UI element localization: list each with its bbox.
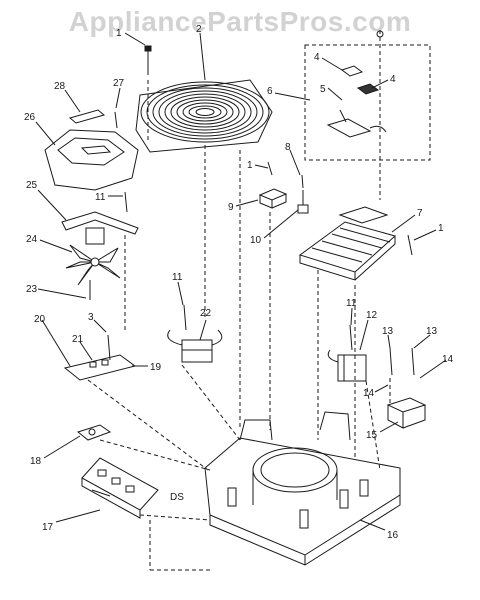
watermark-text: AppliancePartsPros.com (68, 6, 412, 37)
callout-22: 22 (200, 308, 212, 319)
callout-19: 19 (150, 362, 162, 373)
assembly-lines (87, 80, 391, 571)
callout-5: 5 (320, 84, 326, 95)
callout-28: 28 (54, 81, 66, 92)
callout-1-top: 1 (116, 28, 122, 39)
callout-2: 2 (196, 24, 202, 35)
callout-4-left: 4 (314, 52, 320, 63)
fan-blade (65, 244, 121, 300)
power-transistor (258, 188, 288, 209)
callout-4-right: 4 (390, 74, 396, 85)
board-label: DS (170, 492, 184, 503)
callout-16: 16 (387, 530, 399, 541)
screw-13a (389, 347, 393, 376)
callout-15: 15 (366, 430, 378, 441)
screw-1-right (407, 234, 413, 256)
callout-8: 8 (285, 142, 291, 153)
screw-13b (411, 347, 415, 376)
callout-20: 20 (34, 314, 46, 325)
callout-leaders (35, 32, 447, 531)
control-board (81, 457, 159, 519)
screw-11-fan (124, 191, 128, 213)
screw-3 (107, 334, 111, 361)
mounting-bracket (76, 424, 112, 441)
callout-7: 7 (417, 208, 423, 219)
callout-11-right: 11 (346, 298, 357, 309)
callout-labels: 1 2 4 4 5 6 7 1 8 9 10 1 26 28 27 25 11 … (24, 24, 454, 541)
transformer-22 (167, 304, 223, 363)
callout-10: 10 (250, 235, 262, 246)
diode-part (297, 190, 309, 214)
induction-coil (135, 79, 273, 153)
screw-27 (114, 111, 118, 129)
subassembly-box (304, 44, 431, 161)
knob-28 (68, 109, 106, 124)
callout-11-fan: 11 (95, 192, 106, 203)
callout-12: 12 (366, 310, 378, 321)
callout-27: 27 (113, 78, 125, 89)
base-housing (204, 411, 401, 566)
fan-bracket (61, 191, 139, 245)
callout-13-left: 13 (382, 326, 394, 337)
callout-14-left: 14 (363, 388, 375, 399)
screw-top (144, 45, 152, 75)
callout-24: 24 (26, 234, 38, 245)
fan-cover (44, 109, 139, 191)
callout-1-right: 1 (438, 223, 444, 234)
callout-11-mid: 11 (172, 272, 183, 283)
thermistor-clips (326, 30, 387, 200)
transformer-12 (327, 324, 367, 382)
callout-17: 17 (42, 522, 54, 533)
callout-1-mid: 1 (247, 160, 253, 171)
callout-23: 23 (26, 284, 38, 295)
callout-26: 26 (24, 112, 36, 123)
callout-25: 25 (26, 180, 38, 191)
callout-18: 18 (30, 456, 42, 467)
callout-21: 21 (72, 334, 84, 345)
callout-14-right: 14 (442, 354, 454, 365)
screw-8 (301, 174, 304, 189)
callout-13-right: 13 (426, 326, 438, 337)
callout-3: 3 (88, 312, 94, 323)
relay-block (386, 397, 427, 429)
callout-9: 9 (228, 202, 234, 213)
heat-sink (298, 206, 397, 281)
callout-6: 6 (267, 86, 273, 97)
screw-1 (267, 161, 273, 176)
